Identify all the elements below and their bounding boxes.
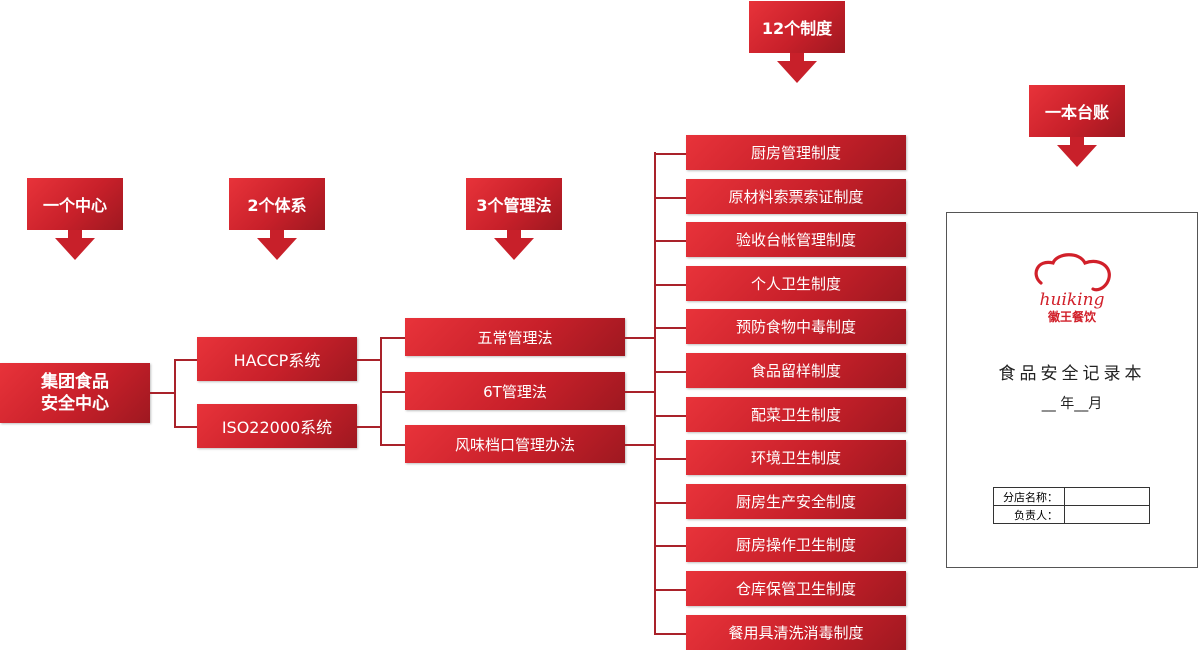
- connector-line: [150, 392, 175, 394]
- rule-box: 厨房生产安全制度: [686, 484, 906, 519]
- rule-label: 食品留样制度: [750, 362, 841, 380]
- rule-label: 仓库保管卫生制度: [735, 580, 856, 598]
- table-row: 分店名称：: [993, 487, 1150, 506]
- method-label: 五常管理法: [477, 328, 553, 347]
- connector-line: [654, 633, 686, 635]
- arrow-down-icon: [1057, 145, 1097, 167]
- system-label: ISO22000系统: [221, 418, 333, 437]
- rule-box: 食品留样制度: [686, 353, 906, 388]
- svg-text:徽王餐饮: 徽王餐饮: [1047, 309, 1097, 324]
- rule-label: 个人卫生制度: [750, 275, 841, 293]
- center-line-2: 安全中心: [41, 394, 109, 414]
- connector-line: [625, 337, 655, 339]
- connector-line: [174, 359, 176, 427]
- header-label: 一个中心: [42, 196, 107, 215]
- branch-name-label: 分店名称：: [993, 487, 1065, 506]
- arrow-stem: [790, 53, 804, 61]
- rule-box: 仓库保管卫生制度: [686, 571, 906, 606]
- connector-line: [380, 444, 405, 446]
- rule-box: 预防食物中毒制度: [686, 309, 906, 344]
- rule-box: 验收台帐管理制度: [686, 222, 906, 257]
- arrow-down-icon: [777, 61, 817, 83]
- rule-box: 个人卫生制度: [686, 266, 906, 301]
- ledger-title: 食品安全记录本: [998, 364, 1146, 384]
- method-5s-box: 五常管理法: [405, 318, 625, 356]
- arrow-stem: [68, 230, 82, 238]
- connector-line: [654, 240, 686, 242]
- arrow-down-icon: [55, 238, 95, 260]
- ledger-info-table: 分店名称： 负责人：: [993, 487, 1150, 524]
- connector-line: [625, 391, 655, 393]
- rule-box: 环境卫生制度: [686, 440, 906, 475]
- connector-line: [654, 589, 686, 591]
- rule-label: 原材料索票索证制度: [728, 188, 864, 206]
- method-label: 风味档口管理办法: [454, 435, 575, 454]
- svg-text:huiking: huiking: [1040, 290, 1105, 310]
- rule-label: 配菜卫生制度: [750, 406, 841, 424]
- connector-line: [654, 327, 686, 329]
- rule-box: 厨房管理制度: [686, 135, 906, 170]
- rule-label: 厨房管理制度: [750, 144, 841, 162]
- rule-label: 餐用具清洗消毒制度: [728, 624, 864, 642]
- manager-label: 负责人：: [993, 505, 1065, 524]
- system-iso22000-box: ISO22000系统: [197, 404, 357, 448]
- system-label: HACCP系统: [233, 351, 321, 370]
- manager-value: [1064, 505, 1150, 524]
- connector-line: [654, 371, 686, 373]
- method-6t-box: 6T管理法: [405, 372, 625, 410]
- connector-line: [654, 415, 686, 417]
- header-label: 一本台账: [1044, 103, 1109, 122]
- connector-line: [625, 444, 655, 446]
- center-line-1: 集团食品: [41, 372, 109, 392]
- header-two-systems: 2个体系: [229, 178, 325, 230]
- connector-line: [357, 359, 381, 361]
- branch-name-value: [1064, 487, 1150, 506]
- arrow-stem: [507, 230, 521, 238]
- connector-line: [654, 284, 686, 286]
- method-label: 6T管理法: [483, 382, 547, 401]
- connector-line: [357, 426, 381, 428]
- connector-line: [380, 337, 405, 339]
- header-three-methods: 3个管理法: [466, 178, 562, 230]
- header-label: 12个制度: [761, 19, 833, 38]
- rule-label: 验收台帐管理制度: [735, 231, 856, 249]
- rule-label: 厨房生产安全制度: [735, 493, 856, 511]
- arrow-stem: [1070, 137, 1084, 145]
- connector-line: [654, 197, 686, 199]
- rule-box: 餐用具清洗消毒制度: [686, 615, 906, 650]
- food-safety-center-box: 集团食品 安全中心: [0, 363, 150, 423]
- huiking-logo-icon: huiking 徽王餐饮: [1034, 253, 1111, 324]
- header-one-center: 一个中心: [27, 178, 123, 230]
- connector-line: [654, 502, 686, 504]
- connector-line: [174, 359, 198, 361]
- header-label: 2个体系: [247, 196, 307, 215]
- rule-box: 原材料索票索证制度: [686, 179, 906, 214]
- ledger-date-line: __ 年__月: [1041, 396, 1103, 412]
- system-haccp-box: HACCP系统: [197, 337, 357, 381]
- header-one-ledger: 一本台账: [1029, 85, 1125, 137]
- connector-line: [654, 153, 686, 155]
- arrow-stem: [270, 230, 284, 238]
- rule-label: 厨房操作卫生制度: [735, 536, 856, 554]
- arrow-down-icon: [494, 238, 534, 260]
- connector-line: [654, 458, 686, 460]
- ledger-record-book: huiking 徽王餐饮 食品安全记录本 __ 年__月 分店名称： 负责人：: [946, 212, 1198, 568]
- header-twelve-rules: 12个制度: [749, 1, 845, 53]
- method-stall-box: 风味档口管理办法: [405, 425, 625, 463]
- rule-label: 预防食物中毒制度: [735, 318, 856, 336]
- connector-trunk: [654, 152, 656, 634]
- arrow-down-icon: [257, 238, 297, 260]
- rule-label: 环境卫生制度: [750, 449, 841, 467]
- connector-line: [380, 391, 405, 393]
- rule-box: 配菜卫生制度: [686, 397, 906, 432]
- rule-box: 厨房操作卫生制度: [686, 527, 906, 562]
- header-label: 3个管理法: [476, 196, 552, 215]
- connector-line: [174, 426, 198, 428]
- table-row: 负责人：: [993, 505, 1150, 524]
- connector-line: [654, 545, 686, 547]
